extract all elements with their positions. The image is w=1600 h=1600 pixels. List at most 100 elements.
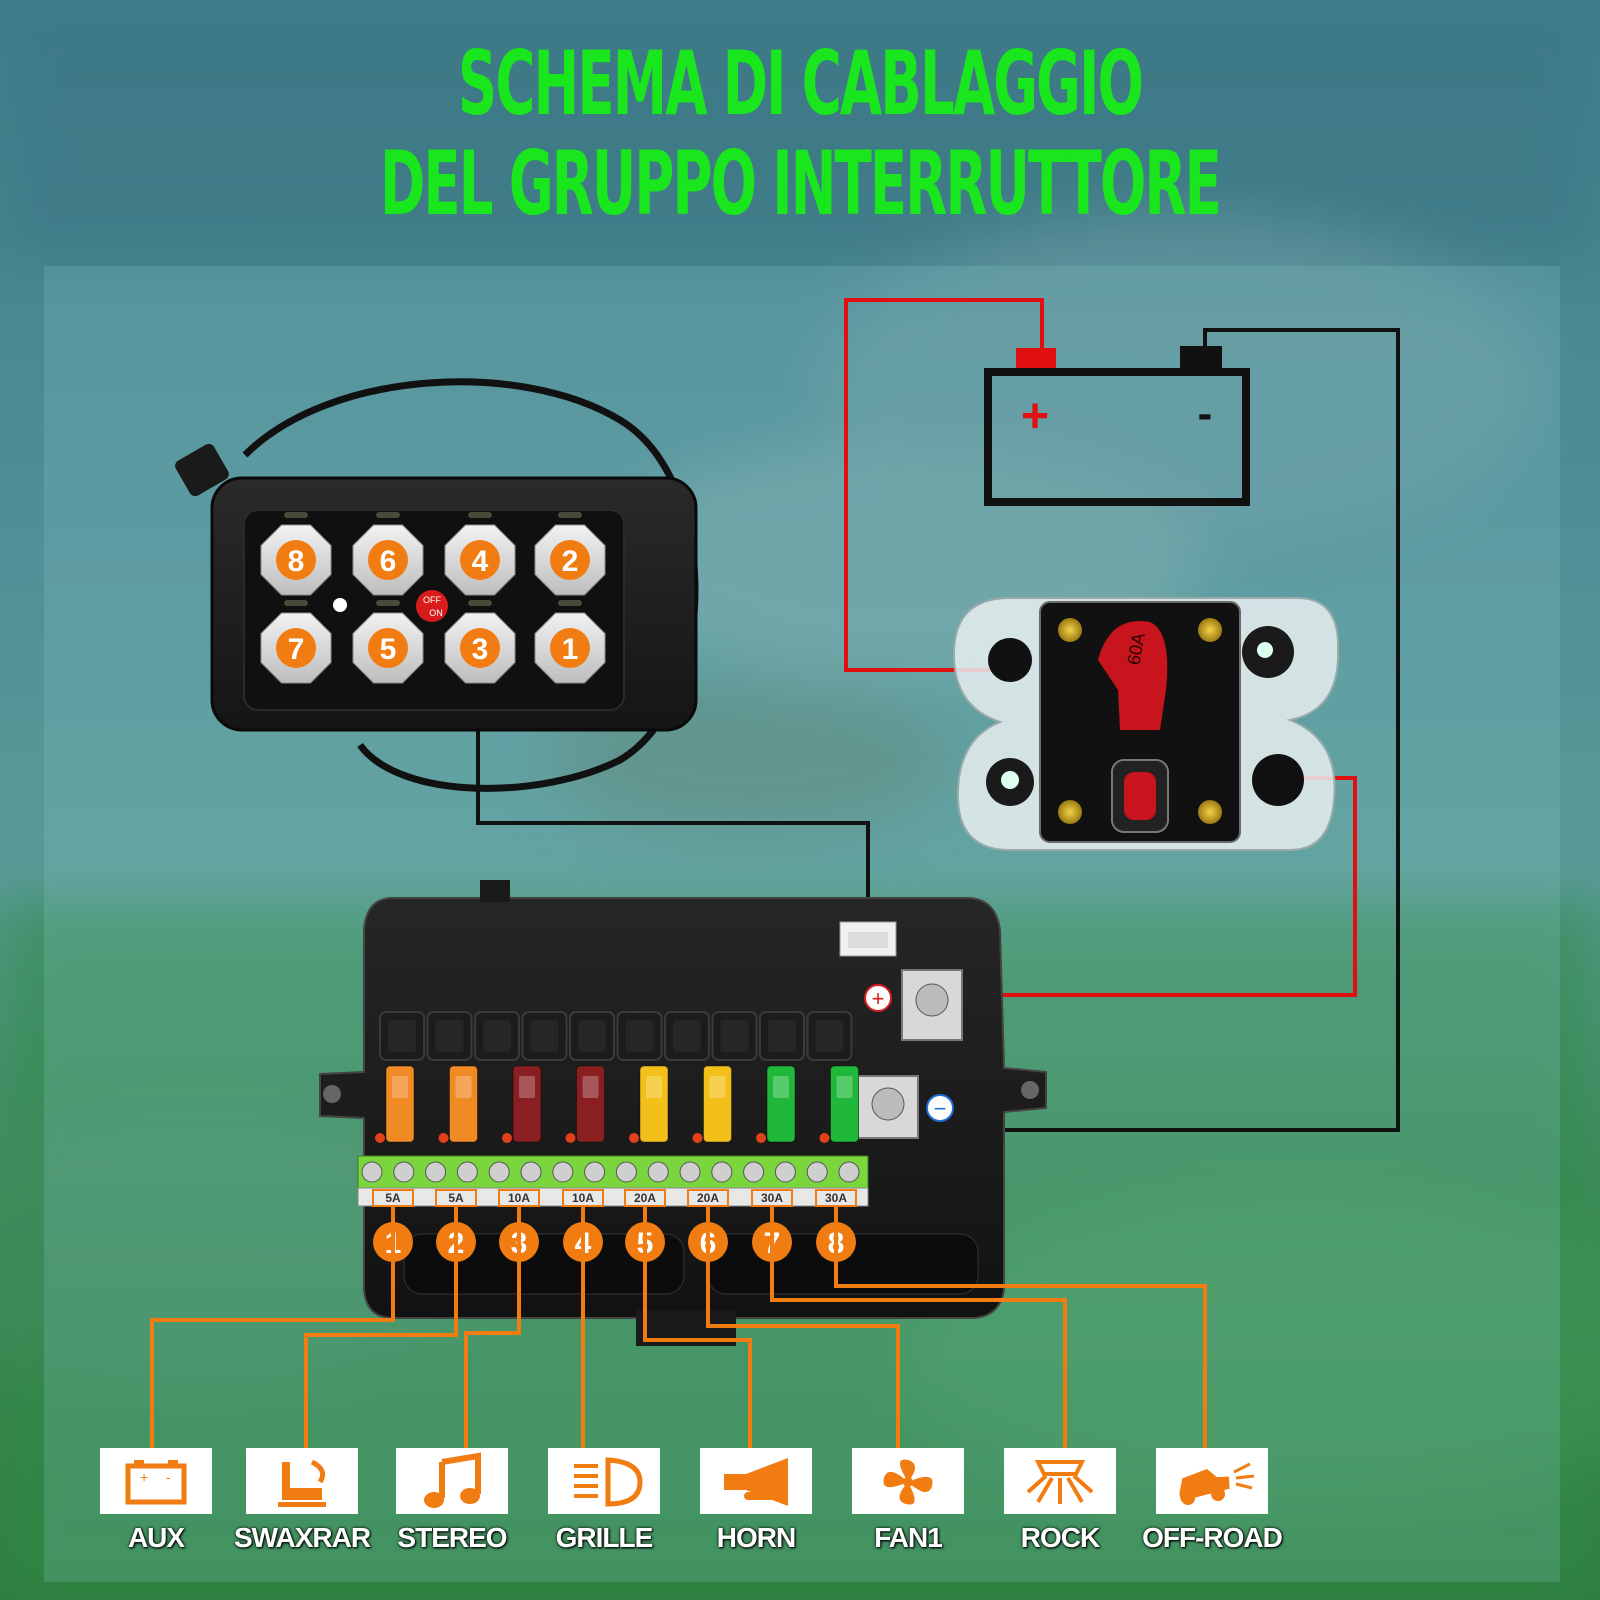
switch-button-label: 1 <box>562 633 579 666</box>
power-on-label: ON <box>429 608 443 618</box>
switch-button-label: 3 <box>472 633 489 666</box>
svg-text:-: - <box>166 1469 171 1485</box>
switch-button-6[interactable]: 6 <box>352 512 424 596</box>
fuse-6[interactable] <box>692 1065 732 1143</box>
terminal-rating-4: 10A <box>572 1191 594 1205</box>
relay <box>569 1011 615 1061</box>
offroad-vehicle-icon <box>1156 1448 1268 1514</box>
output-label-1: AUX <box>127 1522 185 1553</box>
terminal-rating-3: 10A <box>508 1191 530 1205</box>
output-label-4: GRILLE <box>555 1522 654 1553</box>
status-led <box>333 598 347 612</box>
music-note-icon <box>396 1448 508 1514</box>
battery: + - <box>984 346 1250 506</box>
terminal-screw <box>647 1161 669 1183</box>
output-wire-5 <box>643 1206 752 1448</box>
negative-wire-battery-to-fusebox <box>940 328 1400 1132</box>
breaker-lever <box>1098 621 1168 730</box>
switch-button-label: 4 <box>472 545 489 578</box>
terminal-screw <box>393 1161 415 1183</box>
terminal-screw <box>488 1161 510 1183</box>
fuse-2[interactable] <box>438 1065 478 1143</box>
relay <box>806 1011 853 1061</box>
fuse-7[interactable] <box>756 1065 796 1143</box>
terminal-screw <box>679 1161 701 1183</box>
relay <box>474 1011 520 1061</box>
output-wire-3 <box>464 1206 521 1448</box>
switch-button-label: 5 <box>380 633 397 666</box>
rock-light-icon <box>1004 1448 1116 1514</box>
title-line-2: DEL GRUPPO INTERRUTTORE <box>379 132 1222 235</box>
terminal-rating-1: 5A <box>385 1191 401 1205</box>
fuse-5[interactable] <box>629 1065 669 1143</box>
terminal-screw <box>425 1161 447 1183</box>
output-wire-2 <box>304 1206 458 1448</box>
terminal-rating-8: 30A <box>825 1191 847 1205</box>
output-label-6: FAN1 <box>874 1522 943 1553</box>
headlight-icon <box>548 1448 660 1514</box>
terminal-rating-5: 20A <box>634 1191 656 1205</box>
output-label-7: ROCK <box>1020 1522 1100 1553</box>
power-off-label: OFF <box>423 595 441 605</box>
terminal-screw <box>806 1161 828 1183</box>
fusebox-negative-symbol: − <box>934 1096 947 1121</box>
fan-icon <box>852 1448 964 1514</box>
horn-icon <box>700 1448 812 1514</box>
control-cable <box>476 730 870 920</box>
seat-icon <box>246 1448 358 1514</box>
fuse-4[interactable] <box>565 1065 605 1143</box>
relay <box>521 1011 568 1061</box>
relay <box>616 1011 663 1061</box>
circuit-breaker: 60A <box>952 597 1340 851</box>
switch-button-label: 2 <box>562 545 579 578</box>
switch-button-2[interactable]: 2 <box>534 512 606 596</box>
relay <box>711 1011 758 1061</box>
terminal-screw <box>743 1161 765 1183</box>
relay <box>426 1011 473 1061</box>
output-wire-6 <box>706 1206 900 1448</box>
power-button[interactable]: OFF ON <box>416 590 448 622</box>
switch-button-label: 8 <box>288 545 305 578</box>
terminal-rating-6: 20A <box>697 1191 719 1205</box>
output-wire-8 <box>834 1206 1207 1448</box>
switch-button-label: 6 <box>380 545 397 578</box>
output-wire-7 <box>770 1206 1067 1448</box>
terminal-screw <box>552 1161 574 1183</box>
terminal-screw <box>520 1161 542 1183</box>
fusebox-positive-symbol: + <box>872 986 885 1011</box>
battery-negative-label: - <box>1198 389 1213 438</box>
terminal-screw <box>615 1161 637 1183</box>
terminal-rating-7: 30A <box>761 1191 783 1205</box>
terminal-rating-2: 5A <box>448 1191 464 1205</box>
switch-button-label: 7 <box>288 633 305 666</box>
switch-button-7[interactable]: 7 <box>260 600 332 684</box>
terminal-labels-strip <box>357 1187 869 1207</box>
title-line-1: SCHEMA DI CABLAGGIO <box>457 32 1144 135</box>
terminal-screw <box>838 1161 860 1183</box>
relay <box>379 1011 425 1061</box>
switch-button-3[interactable]: 3 <box>444 600 516 684</box>
terminal-screw <box>584 1161 606 1183</box>
output-wire-1 <box>150 1206 395 1448</box>
switch-panel <box>175 443 698 732</box>
switch-button-4[interactable]: 4 <box>444 512 516 596</box>
output-label-3: STEREO <box>397 1522 507 1553</box>
terminal-screw <box>456 1161 478 1183</box>
relay <box>759 1011 805 1061</box>
switch-button-8[interactable]: 8 <box>260 512 332 596</box>
fuse-3[interactable] <box>502 1065 542 1143</box>
switch-button-5[interactable]: 5 <box>352 600 424 684</box>
terminal-screw <box>774 1161 796 1183</box>
svg-text:+: + <box>140 1469 148 1485</box>
switch-button-1[interactable]: 1 <box>534 600 606 684</box>
battery-positive-label: + <box>1021 390 1049 443</box>
fuse-8[interactable] <box>819 1065 859 1143</box>
fuse-box: + − <box>319 880 1047 1346</box>
positive-wire-battery-to-breaker <box>844 298 1044 672</box>
fuse-1[interactable] <box>375 1065 415 1143</box>
output-label-5: HORN <box>716 1522 796 1553</box>
relay <box>664 1011 710 1061</box>
terminal-screw <box>361 1161 383 1183</box>
output-label-8: OFF-ROAD <box>1142 1522 1283 1553</box>
terminal-screw <box>711 1161 733 1183</box>
